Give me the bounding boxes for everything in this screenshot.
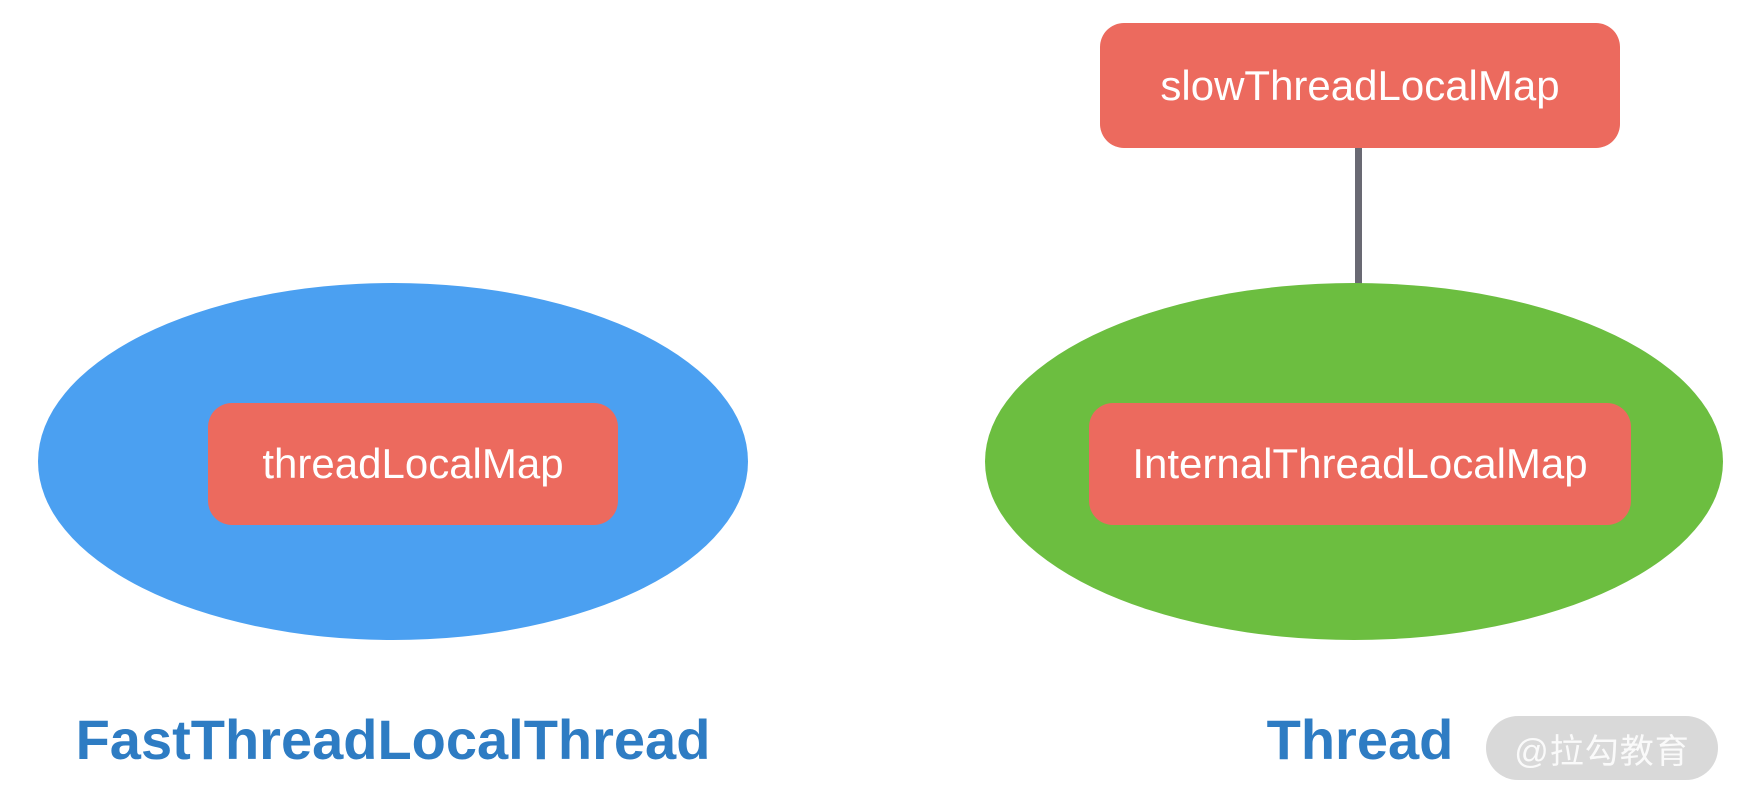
watermark-badge: @拉勾教育 <box>1486 716 1718 780</box>
arrow-shaft <box>1354 148 1362 370</box>
slow-thread-local-map-label: slowThreadLocalMap <box>1160 61 1560 109</box>
watermark-text: @拉勾教育 <box>1514 732 1690 771</box>
thread-local-map-label: threadLocalMap <box>262 440 564 487</box>
slow-thread-local-map-node: slowThreadLocalMap <box>1100 23 1620 148</box>
internal-thread-local-map-label: InternalThreadLocalMap <box>1132 440 1588 487</box>
internal-thread-local-map-node: InternalThreadLocalMap <box>1089 403 1631 525</box>
fast-thread-local-thread-caption: FastThreadLocalThread <box>75 708 711 771</box>
thread-caption: Thread <box>1266 708 1454 771</box>
thread-local-map-node: threadLocalMap <box>208 403 618 525</box>
